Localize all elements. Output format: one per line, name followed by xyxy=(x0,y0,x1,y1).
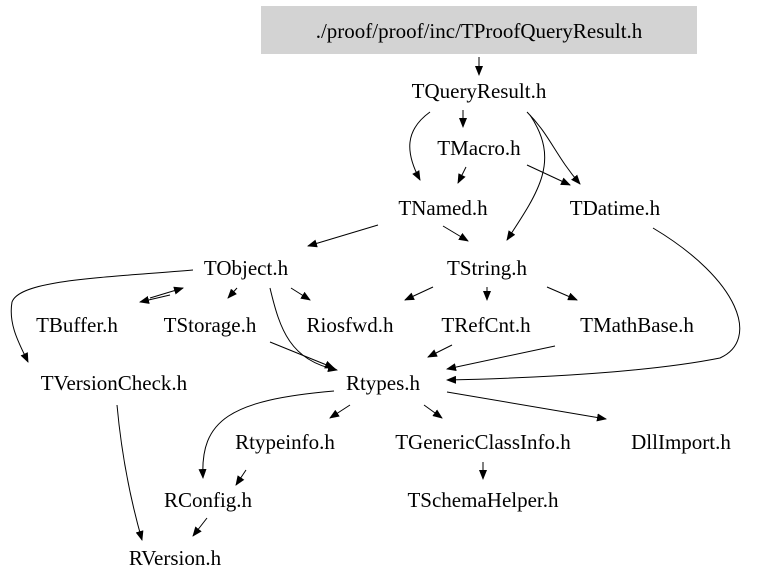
node-rtypes[interactable]: Rtypes.h xyxy=(346,371,421,395)
edge-rtypeinfo-to-rconfig xyxy=(235,469,247,486)
node-tstring[interactable]: TString.h xyxy=(447,256,527,280)
edge-tbuffer-to-tobject xyxy=(149,286,184,299)
edge-rtypes-to-tgenericclassinfo xyxy=(423,404,443,419)
edge-tqueryresult-to-tnamed xyxy=(409,111,431,181)
edge-tstring-to-tmathbase xyxy=(546,286,578,301)
node-rversion[interactable]: RVersion.h xyxy=(129,546,222,570)
edge-tqueryresult-to-tstring xyxy=(506,114,546,241)
edge-tmacro-to-tnamed xyxy=(457,166,467,184)
edge-tobject-to-tbuffer xyxy=(139,294,171,304)
edge-tdatime-to-rtypes xyxy=(446,227,741,384)
edge-tobject-to-rtypes xyxy=(269,287,338,373)
edge-rtypes-to-rtypeinfo xyxy=(329,404,351,419)
node-rtypeinfo[interactable]: Rtypeinfo.h xyxy=(235,430,335,454)
edge-tqueryresult-to-tdatime xyxy=(526,111,581,185)
edge-tnamed-to-tobject xyxy=(307,224,379,248)
edge-tmathbase-to-rtypes xyxy=(446,345,556,372)
node-tbuffer[interactable]: TBuffer.h xyxy=(36,313,118,337)
node-tstorage[interactable]: TStorage.h xyxy=(164,313,257,337)
node-tqueryresult[interactable]: TQueryResult.h xyxy=(412,79,547,103)
node-tversioncheck[interactable]: TVersionCheck.h xyxy=(41,371,188,395)
edge-tversioncheck-to-rversion xyxy=(116,404,144,541)
node-riosfwd[interactable]: Riosfwd.h xyxy=(307,313,394,337)
node-trefcnt[interactable]: TRefCnt.h xyxy=(441,313,531,337)
root-node-highlight xyxy=(261,6,697,54)
node-tobject[interactable]: TObject.h xyxy=(204,256,289,280)
edge-tmacro-to-tstring xyxy=(526,164,571,186)
edges xyxy=(10,57,741,541)
edge-rtypes-to-dllimport xyxy=(446,391,607,422)
edge-tstorage-to-rtypes xyxy=(269,341,335,369)
node-tnamed[interactable]: TNamed.h xyxy=(398,196,488,220)
edge-rconfig-to-rversion xyxy=(192,517,208,537)
node-tschemahelper[interactable]: TSchemaHelper.h xyxy=(407,488,559,512)
edge-tobject-to-riosfwd xyxy=(290,287,311,301)
node-dllimport[interactable]: DllImport.h xyxy=(631,430,731,454)
node-rconfig[interactable]: RConfig.h xyxy=(164,488,253,512)
edge-trefcnt-to-rtypes xyxy=(427,344,453,358)
node-tgenericclassinfo[interactable]: TGenericClassInfo.h xyxy=(395,430,571,454)
node-tmacro[interactable]: TMacro.h xyxy=(437,136,521,160)
node-root[interactable]: ./proof/proof/inc/TProofQueryResult.h xyxy=(316,19,643,43)
node-tdatime[interactable]: TDatime.h xyxy=(570,196,661,220)
edge-tobject-to-tversioncheck xyxy=(10,269,194,363)
edge-tstring-to-riosfwd xyxy=(404,286,434,301)
edge-rtypes-to-rconfig xyxy=(198,390,335,479)
node-tmathbase[interactable]: TMathBase.h xyxy=(580,313,694,337)
edge-tobject-to-tstorage xyxy=(227,287,238,299)
edge-tnamed-to-tstring xyxy=(442,225,469,242)
nodes: ./proof/proof/inc/TProofQueryResult.h TQ… xyxy=(36,19,731,570)
